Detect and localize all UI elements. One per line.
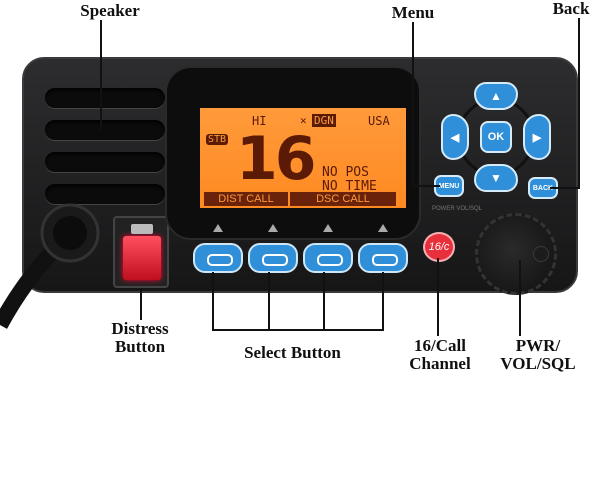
leader-line <box>140 288 142 320</box>
select-button-2[interactable] <box>248 243 298 273</box>
lcd-power: HI <box>252 114 267 128</box>
lcd-channel: 16 <box>236 124 316 194</box>
lcd-line2: NO TIME <box>322 179 377 194</box>
label-select: Select Button <box>244 343 341 362</box>
leader-line <box>437 258 439 336</box>
leader-line <box>412 22 414 186</box>
lcd-gps: DGN <box>312 114 336 127</box>
call16-button[interactable]: 16/c <box>423 232 455 262</box>
softkey-indicator <box>268 224 278 232</box>
pwr-vol-knob[interactable] <box>475 213 557 295</box>
lcd-stb: STB <box>206 134 229 145</box>
left-button[interactable]: ◀ <box>441 114 469 160</box>
down-button[interactable]: ▼ <box>474 164 518 192</box>
softkey-dist-call: DIST CALL <box>204 192 288 206</box>
softkey-dsc-call: DSC CALL <box>290 192 396 206</box>
lcd-region: USA <box>368 114 390 128</box>
leader-line <box>550 187 580 189</box>
leader-line <box>578 18 580 188</box>
power-cable <box>0 203 100 329</box>
softkey-indicator <box>378 224 388 232</box>
select-button-4[interactable] <box>358 243 408 273</box>
select-button-1[interactable] <box>193 243 243 273</box>
speaker-grille <box>45 184 165 204</box>
up-button[interactable]: ▲ <box>474 82 518 110</box>
label-pwr-vol-sql: PWR/ VOL/SQL <box>500 336 576 373</box>
speaker-grille <box>45 88 165 108</box>
leader-line <box>100 20 102 130</box>
lcd-display: HI ✕ DGN USA STB 16 NO POS NO TIME <box>200 108 406 208</box>
leader-line <box>323 272 325 330</box>
leader-line <box>268 272 270 330</box>
distress-button[interactable] <box>113 216 169 288</box>
ok-button[interactable]: OK <box>480 121 512 153</box>
label-distress: Distress Button <box>111 319 169 356</box>
softkey-indicator <box>213 224 223 232</box>
right-button[interactable]: ▶ <box>523 114 551 160</box>
speaker-grille <box>45 152 165 172</box>
leader-line <box>382 272 384 330</box>
leader-line <box>519 260 521 336</box>
leader-line <box>412 185 440 187</box>
label-call-channel: 16/Call Channel <box>409 336 471 373</box>
speaker-grille <box>45 120 165 140</box>
power-vol-sql-text: POWER VOL/SQL <box>432 206 483 212</box>
leader-line <box>212 329 384 331</box>
gps-icon: ✕ <box>300 114 307 127</box>
lcd-line1: NO POS <box>322 165 369 180</box>
leader-line <box>212 272 214 330</box>
label-back: Back <box>552 0 590 18</box>
select-button-3[interactable] <box>303 243 353 273</box>
label-speaker: Speaker <box>80 1 140 20</box>
softkey-indicator <box>323 224 333 232</box>
label-menu: Menu <box>391 3 435 22</box>
